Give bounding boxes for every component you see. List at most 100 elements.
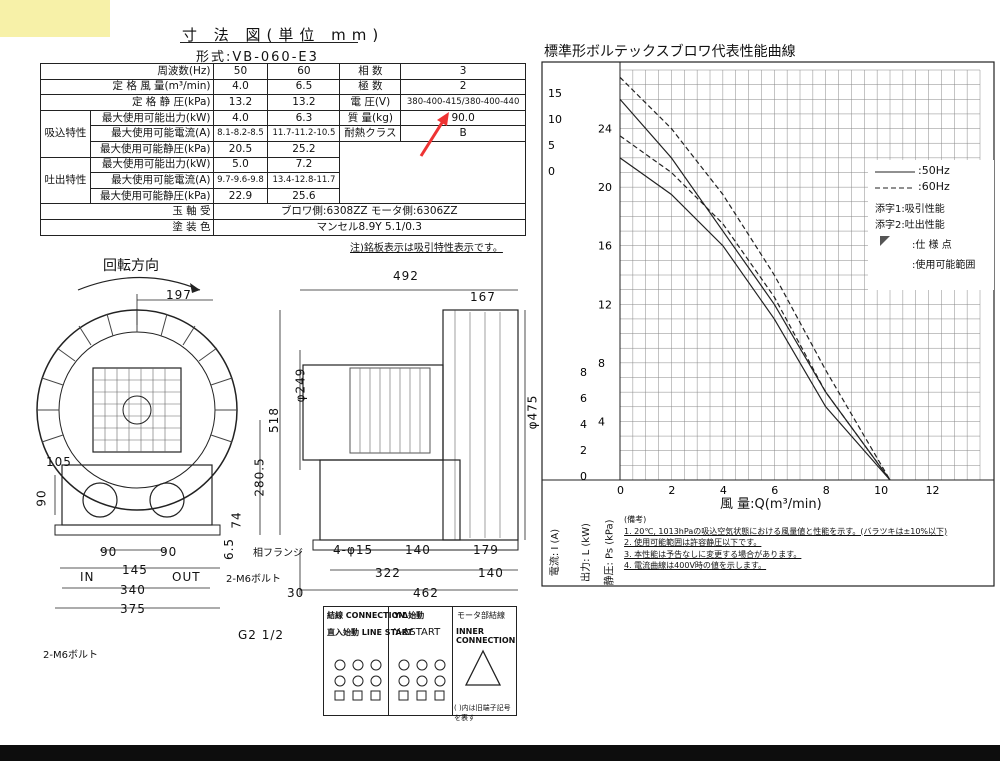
dim-90-b: 90 [160, 545, 178, 559]
series-Pg1 [619, 157, 891, 481]
ps-tick-label: 20 [598, 181, 612, 194]
spec-label: 最大使用可能出力(kW) [89, 109, 214, 127]
label-flange: 相フランジ [253, 548, 303, 559]
spec-table: 周波数(Hz) 50 60 相 数 3 定 格 風 量(m³/min) 4.0 … [40, 63, 527, 236]
spec-label: 相 数 [339, 63, 402, 80]
dim-145: 145 [122, 563, 148, 577]
ps-tick-label: 24 [598, 123, 612, 136]
dim-90-vertical: 90 [34, 489, 49, 507]
label-g2: G2 1/2 [238, 628, 285, 642]
spec-cell: 13.4-12.8-11.7 [267, 172, 341, 189]
dim-179: 179 [473, 543, 499, 557]
dim-249: φ249 [293, 367, 308, 403]
i-tick-label: 10 [548, 113, 562, 126]
label-m6-bolt: 2-M6ボルト [226, 574, 281, 585]
spec-label: 玉 軸 受 [40, 203, 214, 220]
x-tick-label: 0 [617, 484, 624, 497]
i-tick-label: 15 [548, 87, 562, 100]
spec-cell: 6.3 [267, 109, 341, 127]
dim-462: 462 [413, 586, 439, 600]
label-out: OUT [172, 570, 201, 584]
conn-header-2: Y-Δ始動 [394, 611, 425, 620]
spec-point-icon [880, 236, 890, 246]
spec-cell: ブロワ側:6308ZZ モータ側:6306ZZ [212, 203, 527, 220]
curve-title: 標準形ボルテックスブロワ代表性能曲線 [544, 44, 796, 60]
spec-cell: 25.6 [267, 187, 341, 205]
spec-label: 電 圧(V) [339, 94, 402, 111]
note-4: 4. 電流曲線は400V時の値を示します。 [624, 561, 767, 570]
note-3: 3. 本性能は予告なしに変更する場合があります。 [624, 549, 802, 559]
x-tick-label: 8 [823, 484, 830, 497]
dim-90-a: 90 [100, 545, 118, 559]
conn-header-1: 結線 CONNECTION [327, 611, 406, 620]
spec-empty [339, 140, 526, 205]
spec-label: 極 数 [339, 78, 402, 96]
label-m6-bolt-2: 2-M6ボルト [43, 650, 98, 661]
spec-label: 最大使用可能電流(A) [89, 172, 214, 189]
dim-105: 105 [46, 455, 72, 469]
series-PS2 [619, 76, 891, 481]
nameplate-note: 注)銘板表示は吸引特性表示です。 [350, 243, 503, 254]
y-label-output: 出力: L (kW) [580, 523, 592, 582]
spec-cell: マンセル8.9Y 5.1/0.3 [212, 218, 527, 236]
l-tick-label: 2 [580, 444, 587, 457]
spec-label: 最大使用可能静圧(kPa) [89, 140, 214, 158]
spec-cell: 3 [400, 63, 526, 80]
i-tick-label: 0 [548, 165, 555, 178]
x-tick-label: 10 [874, 484, 888, 497]
legend-range: :使用可能範囲 [912, 260, 976, 271]
ps-tick-label: 4 [598, 415, 605, 428]
dim-167: 167 [470, 290, 496, 304]
spec-cell: 9.7-9.6-9.8 [212, 172, 269, 189]
spec-cell: 25.2 [267, 140, 341, 158]
spec-cell: 6.5 [267, 78, 341, 96]
spec-label: 定 格 風 量(m³/min) [40, 78, 214, 96]
conn-header-3: モータ部結線 [457, 611, 505, 620]
spec-label: 耐熱クラス [339, 125, 402, 142]
x-axis-label: 風 量:Q(m³/min) [720, 497, 822, 512]
highlight-marker [0, 0, 110, 37]
terminal-diagram [334, 649, 502, 701]
note-1: 1. 20℃, 1013hPaの吸込空気状態における風量値と性能を示す。(バラツ… [624, 526, 948, 536]
dim-475: φ475 [525, 394, 540, 430]
dim-140-b: 140 [478, 566, 504, 580]
legend-60hz: :60Hz [918, 180, 950, 193]
spec-cell: 13.2 [212, 94, 269, 111]
fan-fins [37, 310, 237, 443]
ps-tick-label: 12 [598, 298, 612, 311]
outlet-port [149, 482, 185, 518]
dim-375: 375 [120, 602, 146, 616]
inlet-port [82, 482, 118, 518]
spec-label: 最大使用可能静圧(kPa) [89, 187, 214, 205]
legend-sub2: 添字2:吐出性能 [875, 220, 945, 231]
l-tick-label: 0 [580, 470, 587, 483]
spec-cell: 4.0 [212, 78, 269, 96]
conn-sub-2: Y-ΔSTART [394, 627, 441, 638]
notes-head: (備考) [624, 515, 647, 524]
i-tick-label: 5 [548, 139, 555, 152]
dim-340: 340 [120, 583, 146, 597]
spec-cell: 20.5 [212, 140, 269, 158]
y-label-current: 電流: I (A) [550, 528, 562, 577]
l-tick-label: 4 [580, 418, 587, 431]
rotation-arrow-icon [77, 276, 201, 291]
spec-cell: 8.1-8.2-8.5 [212, 125, 269, 142]
blower-housing [442, 309, 519, 541]
conn-sub-1: 直入始動 LINE START [327, 628, 413, 637]
x-tick-label: 2 [668, 484, 675, 497]
title-underline [180, 42, 358, 43]
chart-notes: (備考) 1. 20℃, 1013hPaの吸込空気状態における風量値と性能を示す… [624, 514, 947, 572]
dim-6-5: 6.5 [222, 537, 237, 561]
motor-body [302, 364, 444, 461]
fan-outline [36, 309, 238, 511]
note-2: 2. 使用可能範囲は許容静圧以下です。 [624, 538, 762, 547]
spec-group: 吸込特性 [40, 109, 91, 158]
x-tick-label: 6 [771, 484, 778, 497]
connection-diagram: 結線 CONNECTION Y-Δ始動 モータ部結線 直入始動 LINE STA… [323, 606, 517, 722]
spec-group: 吐出特性 [40, 156, 91, 205]
l-tick-label: 6 [580, 392, 587, 405]
rotation-label: 回転方向 [103, 258, 159, 274]
dim-140-a: 140 [405, 543, 431, 557]
ps-tick-label: 8 [598, 357, 605, 370]
